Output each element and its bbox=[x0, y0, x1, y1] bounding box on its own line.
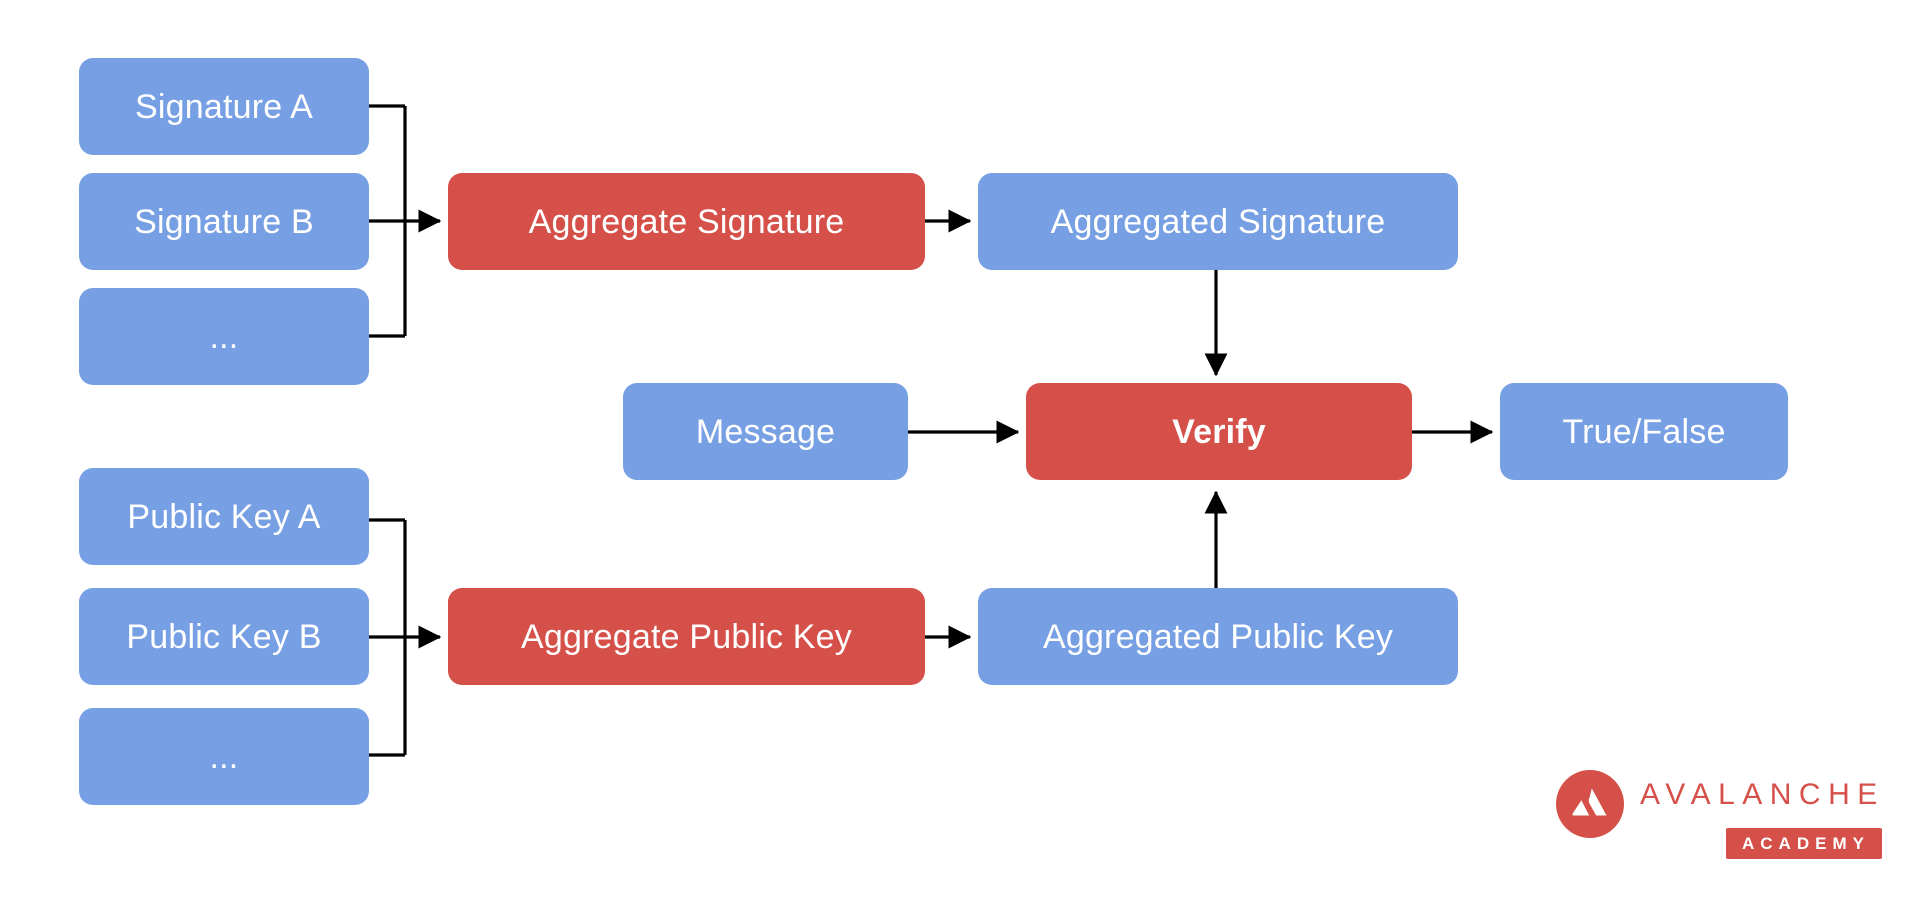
node-signature-b-label: Signature B bbox=[134, 202, 314, 241]
node-verify-label: Verify bbox=[1172, 412, 1266, 451]
avalanche-logo-icon bbox=[1556, 770, 1624, 838]
node-signature-more[interactable]: ... bbox=[79, 288, 369, 385]
node-result[interactable]: True/False bbox=[1500, 383, 1788, 480]
node-message[interactable]: Message bbox=[623, 383, 908, 480]
avalanche-academy-logo: AVALANCHE ACADEMY bbox=[1556, 766, 1896, 878]
node-signature-b[interactable]: Signature B bbox=[79, 173, 369, 270]
node-public-key-b[interactable]: Public Key B bbox=[79, 588, 369, 685]
node-public-key-more[interactable]: ... bbox=[79, 708, 369, 805]
node-public-key-a[interactable]: Public Key A bbox=[79, 468, 369, 565]
node-verify[interactable]: Verify bbox=[1026, 383, 1412, 480]
node-aggregated-public-key-label: Aggregated Public Key bbox=[1042, 617, 1394, 656]
node-aggregate-public-key[interactable]: Aggregate Public Key bbox=[448, 588, 925, 685]
avalanche-wordmark: AVALANCHE bbox=[1640, 778, 1885, 811]
node-aggregate-signature-label: Aggregate Signature bbox=[528, 202, 845, 241]
node-signature-more-label: ... bbox=[209, 317, 239, 356]
node-aggregated-public-key[interactable]: Aggregated Public Key bbox=[978, 588, 1458, 685]
node-signature-a-label: Signature A bbox=[135, 87, 313, 126]
node-public-key-b-label: Public Key B bbox=[126, 617, 322, 656]
node-public-key-a-label: Public Key A bbox=[127, 497, 321, 536]
node-aggregated-signature[interactable]: Aggregated Signature bbox=[978, 173, 1458, 270]
node-aggregated-signature-label: Aggregated Signature bbox=[1050, 202, 1386, 241]
node-public-key-more-label: ... bbox=[209, 737, 239, 776]
node-aggregate-public-key-label: Aggregate Public Key bbox=[521, 617, 852, 656]
node-signature-a[interactable]: Signature A bbox=[79, 58, 369, 155]
academy-badge: ACADEMY bbox=[1726, 828, 1882, 859]
node-message-label: Message bbox=[695, 412, 836, 451]
node-aggregate-signature[interactable]: Aggregate Signature bbox=[448, 173, 925, 270]
node-result-label: True/False bbox=[1562, 412, 1726, 451]
